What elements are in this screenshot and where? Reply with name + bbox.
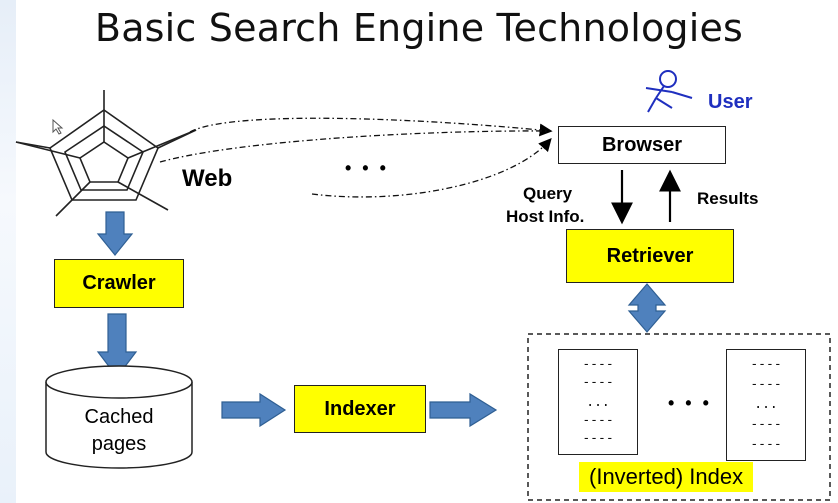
doc2-line-4: ---- <box>750 417 782 432</box>
web-to-browser-curve-top <box>189 117 553 137</box>
doc2-line-2: ---- <box>750 377 782 392</box>
web-to-browser-curve-bottom <box>311 138 552 198</box>
stick-figure-user-icon <box>645 70 693 113</box>
doc1-line-3: ... <box>586 395 610 410</box>
user-label: User <box>708 91 753 113</box>
web-spider-icon <box>15 90 197 217</box>
web-label: Web <box>182 165 233 192</box>
arrow-web-to-crawler <box>96 211 134 256</box>
doc1-line-4: ---- <box>582 413 614 428</box>
query-label: Query <box>523 184 573 203</box>
cached-line-1: Cached <box>84 406 154 428</box>
web-to-browser-curve-middle <box>159 130 551 163</box>
arrow-indexer-to-index <box>429 392 498 428</box>
doc1-line-5: ---- <box>582 431 614 446</box>
arrow-crawler-to-cached <box>96 313 138 378</box>
doc1-line-1: ---- <box>582 357 614 372</box>
results-label: Results <box>697 189 759 208</box>
doc1-line-2: ---- <box>582 375 614 390</box>
indexer-box: Indexer <box>294 385 426 433</box>
cached-pages-cylinder <box>45 365 193 469</box>
arrow-cached-to-indexer <box>221 392 287 428</box>
inverted-index-label: (Inverted) Index <box>579 462 754 492</box>
crawler-box: Crawler <box>54 259 184 308</box>
cached-line-2: pages <box>91 433 147 455</box>
doc2-line-5: ---- <box>750 437 782 452</box>
slide-title: Basic Search Engine Technologies <box>94 6 744 50</box>
left-decoration-bar <box>0 0 16 503</box>
host-info-label: Host Info. <box>506 207 585 226</box>
retriever-box: Retriever <box>566 229 734 283</box>
doc2-line-1: ---- <box>750 357 782 372</box>
cached-pages-label: Cached pages <box>46 404 192 458</box>
arrow-retriever-index-double <box>627 283 667 333</box>
ellipsis-index: • • • <box>668 393 712 413</box>
doc2-line-3: ... <box>754 397 778 412</box>
index-document-2: ---- ---- ... ---- ---- <box>726 349 806 461</box>
index-document-1: ---- ---- ... ---- ---- <box>558 349 638 455</box>
cursor-icon <box>52 118 64 135</box>
browser-box: Browser <box>558 126 726 164</box>
ellipsis-top: • • • <box>345 158 389 178</box>
blue-arrows <box>96 211 667 428</box>
